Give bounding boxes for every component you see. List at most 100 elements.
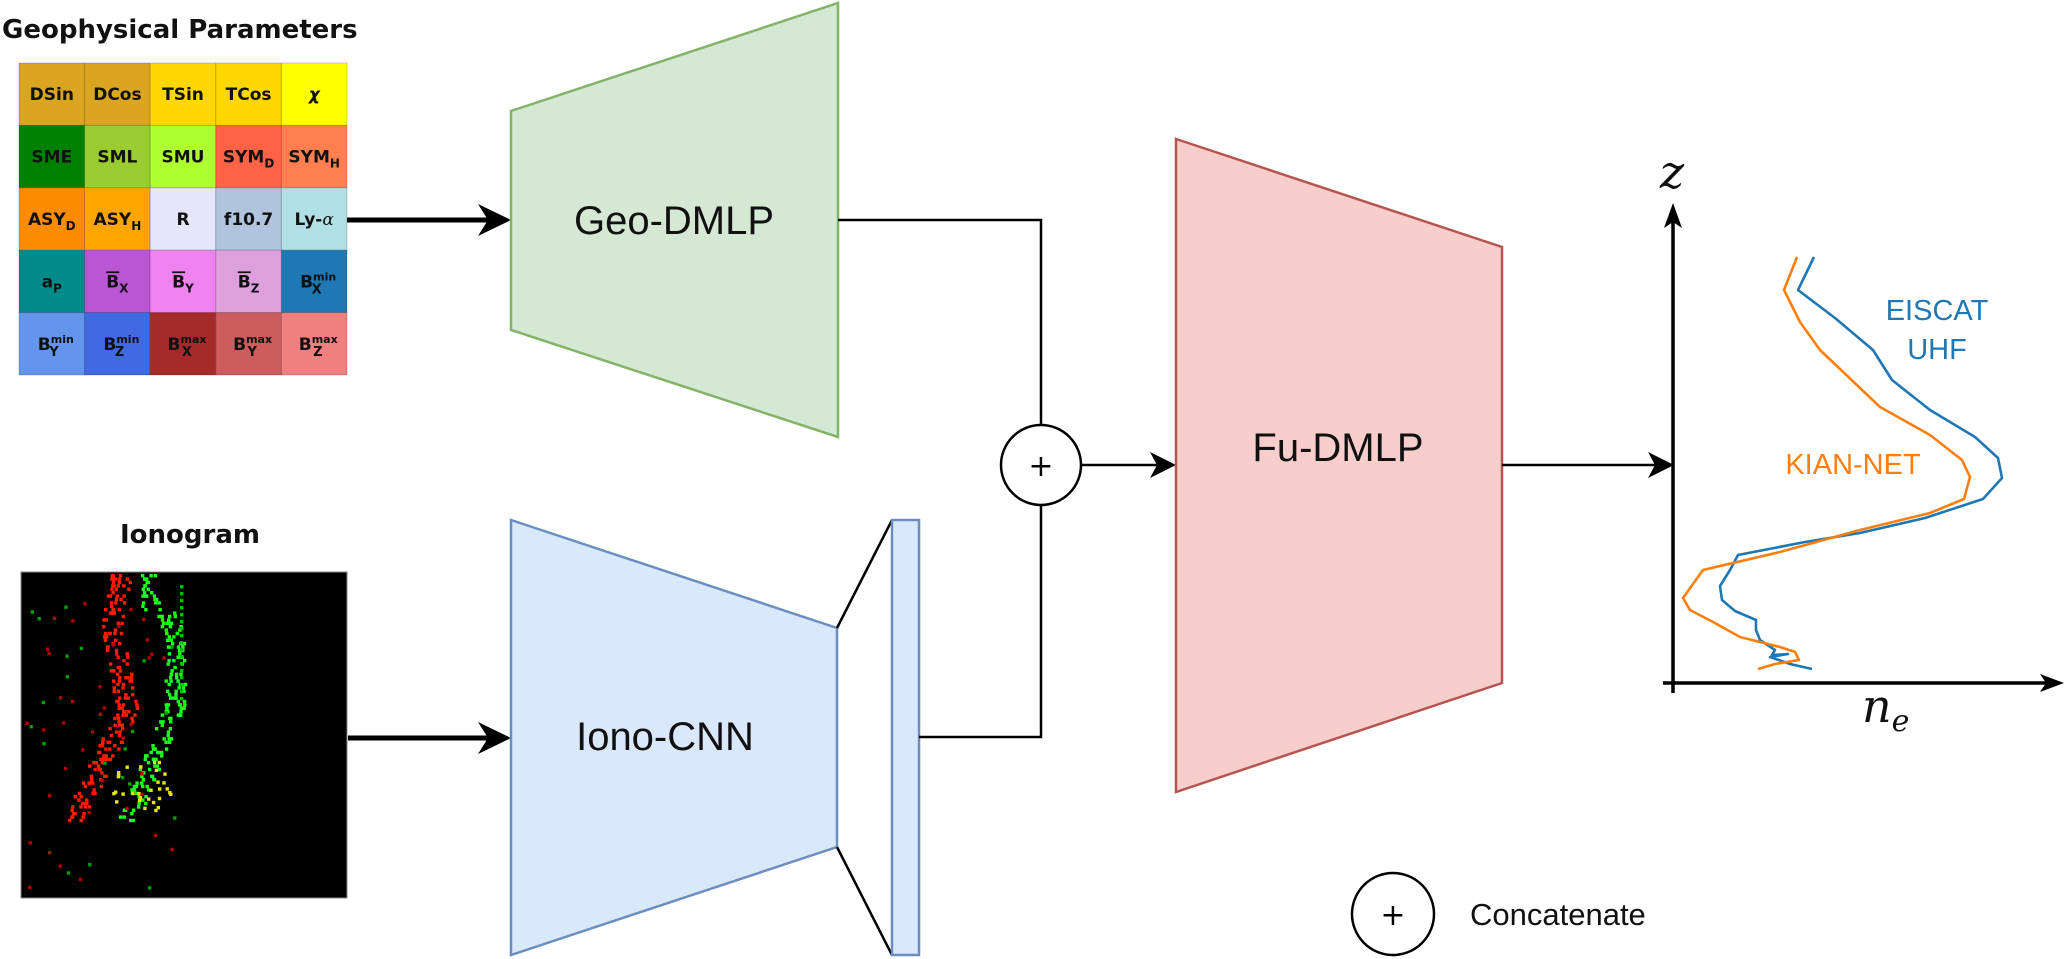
ionogram-pixel	[140, 774, 144, 778]
ionogram-pixel	[131, 818, 136, 823]
ionogram-pixel	[129, 607, 133, 612]
ionogram-pixel	[124, 693, 128, 697]
geo-param-cell-bg	[280, 249, 348, 314]
ionogram-pixel	[141, 798, 145, 802]
ionogram-pixel	[125, 676, 130, 680]
geo-param-label: TSin	[162, 85, 204, 105]
ionogram-pixel	[151, 747, 156, 751]
ionogram-pixel	[120, 723, 124, 727]
ionogram-pixel	[154, 808, 158, 813]
ionogram-pixel	[141, 784, 145, 789]
geo-param-label: SME	[31, 148, 72, 168]
ionogram-pixel	[120, 740, 124, 744]
geo-param-cell: BX	[84, 249, 151, 314]
ionogram-pixel	[180, 585, 184, 589]
ionogram-pixel	[89, 778, 94, 782]
ionogram-pixel	[88, 781, 92, 785]
ionogram-pixel	[112, 584, 116, 588]
ionogram-pixel	[178, 628, 182, 632]
ionogram-pixel	[114, 597, 119, 602]
ionogram-pixel	[142, 591, 147, 595]
ionogram-pixel	[104, 618, 108, 622]
ionogram-pixel	[151, 800, 156, 805]
ionogram-pixel	[154, 768, 159, 772]
ionogram-pixel	[160, 713, 165, 717]
ionogram-pixel	[157, 796, 162, 801]
ionogram-pixel	[117, 679, 122, 683]
ionogram-pixel	[146, 587, 150, 591]
ionogram-pixel	[180, 592, 184, 596]
geo-param-label: ASYD	[28, 210, 76, 233]
geo-param-cell-bg	[280, 124, 348, 189]
geo-param-cell-bg	[84, 187, 151, 251]
ionogram-pixel	[141, 587, 145, 591]
ionogram-pixel	[114, 730, 119, 734]
ionogram-pixel	[114, 638, 118, 642]
ionogram-pixel	[164, 679, 168, 683]
ionogram-pixel	[131, 686, 135, 690]
ionogram-pixel	[89, 774, 94, 778]
ionogram-pixel	[94, 761, 98, 765]
geo-param-cell-bg	[18, 124, 86, 189]
ionogram-pixel	[153, 747, 157, 751]
ionogram-pixel	[162, 656, 166, 660]
ionogram-pixel	[138, 798, 142, 803]
ionogram-pixel	[130, 672, 134, 676]
ionogram-pixel	[126, 696, 131, 700]
ionogram-pixel	[58, 864, 62, 868]
ionogram-pixel	[111, 591, 115, 595]
ionogram-pixel	[83, 602, 87, 606]
ionogram-pixel	[178, 703, 183, 707]
ionogram-pixel	[158, 608, 162, 612]
ionogram-pixel	[151, 744, 155, 748]
ionogram-pixel	[73, 795, 78, 799]
ionogram-pixel	[118, 815, 123, 819]
iono-cnn-label: Iono-CNN	[576, 715, 754, 759]
ionogram-pixel	[93, 791, 97, 795]
geo-param-label: SML	[97, 148, 137, 168]
geo-param-cell-bg	[18, 187, 86, 251]
ionogram-pixel	[110, 611, 115, 615]
geo-param-cell-bg	[215, 187, 282, 251]
ionogram-pixel	[161, 621, 166, 625]
eiscat-label-line2: UHF	[1907, 334, 1967, 366]
geo-dmlp-trapezoid	[509, 1, 840, 439]
ionogram-pixel	[118, 676, 122, 680]
ionogram-pixel	[174, 696, 178, 700]
ionogram-pixel	[160, 754, 164, 758]
ionogram-pixel	[180, 648, 184, 652]
kian-net-curve	[1681, 256, 1972, 671]
ionogram-pixel	[172, 659, 176, 663]
ionogram-pixel	[130, 788, 134, 792]
ionogram-pixel	[167, 621, 171, 625]
ionogram-pixel	[78, 877, 83, 882]
ionogram-pixel	[121, 614, 125, 619]
ionogram-pixel	[143, 584, 147, 588]
ionogram-pixel	[103, 638, 108, 642]
geo-param-cell-bg	[149, 62, 217, 126]
ionogram-pixel	[48, 794, 52, 798]
geo-param-label: χ	[308, 85, 321, 105]
ionogram-pixel	[123, 601, 127, 605]
ionogram-pixel	[127, 710, 131, 714]
ionogram-pixel	[71, 805, 75, 809]
ionogram-pixel	[164, 747, 169, 751]
ionogram-pixel	[118, 730, 122, 734]
geo-param-cell: R	[149, 187, 217, 251]
ionogram-pixel	[117, 733, 122, 738]
ionogram-pixel	[141, 601, 146, 605]
ionogram-pixel	[110, 587, 114, 591]
ionogram-pixel	[112, 611, 116, 615]
ionogram-pixel	[165, 631, 169, 636]
ionogram-pixel	[122, 659, 126, 663]
x-axis-label: ne	[1862, 679, 1909, 739]
ionogram-pixel	[141, 604, 145, 608]
geo-param-cell: SML	[84, 124, 151, 189]
ionogram-pixel	[177, 686, 181, 690]
iono-to-concat-line	[919, 505, 1043, 739]
ionogram-pixel	[125, 652, 129, 656]
ionogram-pixel	[169, 696, 173, 700]
ionogram-pixel	[130, 716, 134, 721]
ionogram-pixel	[170, 847, 174, 852]
